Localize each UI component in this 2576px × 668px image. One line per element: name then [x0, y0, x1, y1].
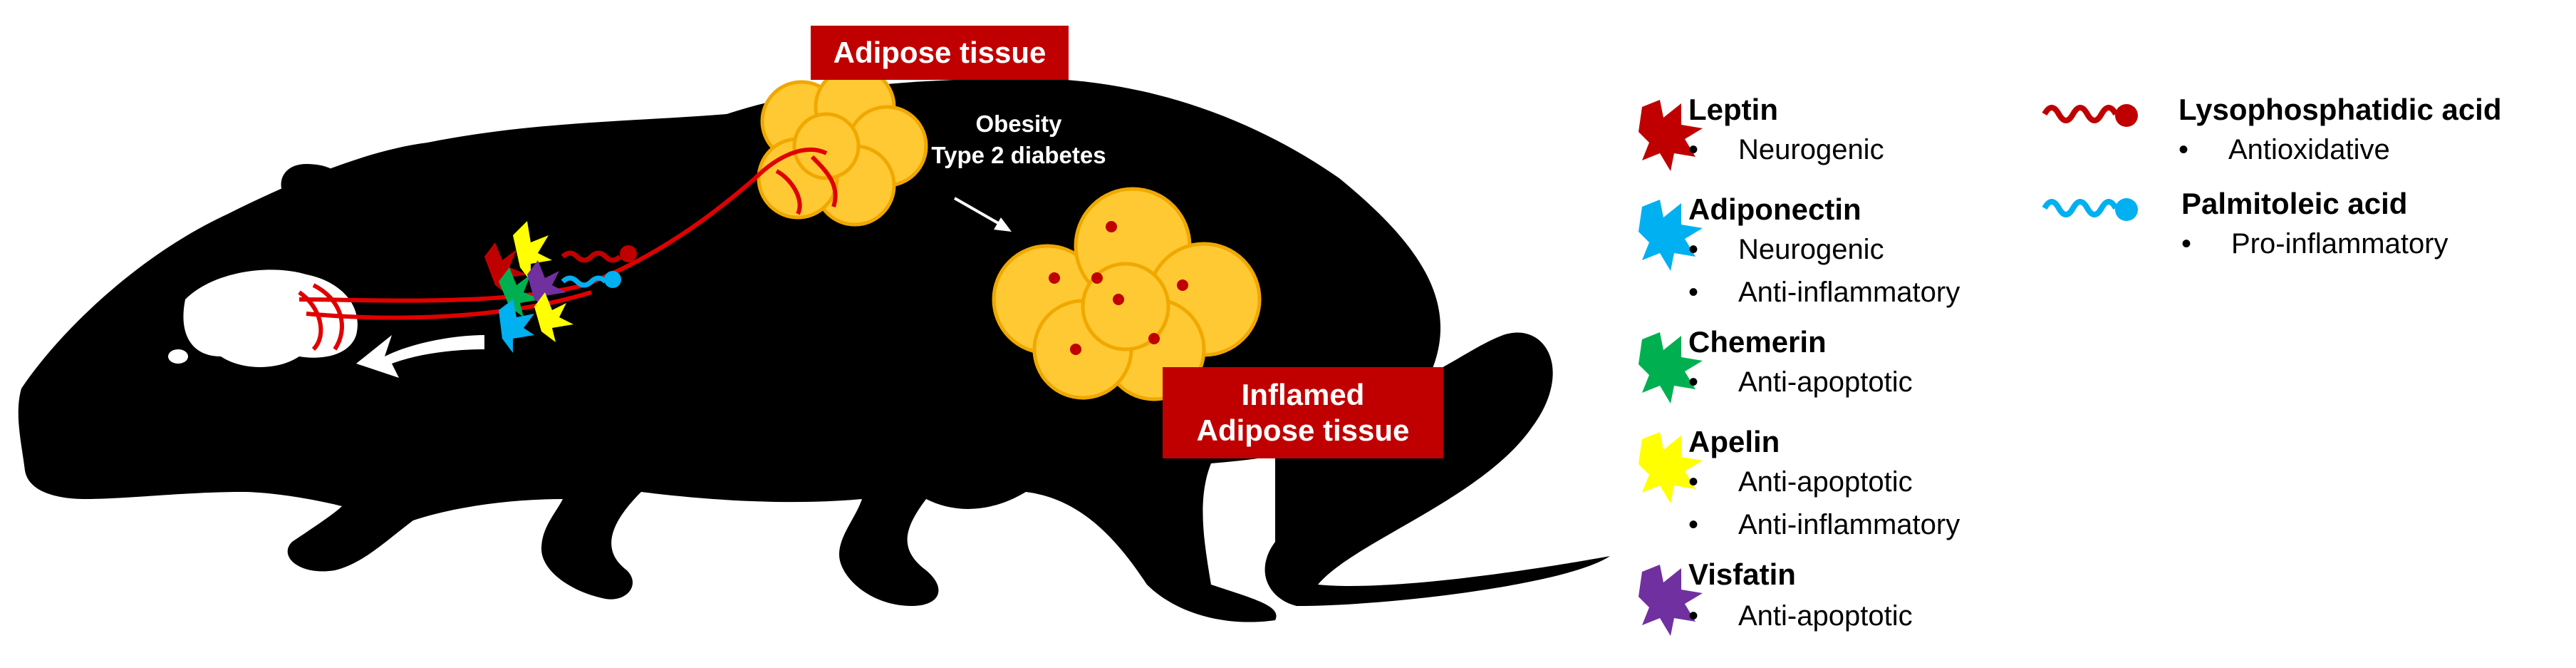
diabetes-text: Type 2 diabetes: [931, 142, 1106, 168]
legend-title: Visfatin: [1688, 557, 1796, 591]
adipose-tissue-label: Adipose tissue: [811, 26, 1069, 80]
protein-icon: [1638, 565, 1703, 636]
inflamed-text-line2: Adipose tissue: [1196, 413, 1410, 447]
protein-icon: [1638, 200, 1703, 271]
obesity-text: Obesity: [975, 111, 1062, 137]
legend-title: Palmitoleic acid: [2181, 187, 2408, 220]
legend-title: Chemerin: [1688, 325, 1827, 359]
mouse-ear: [281, 164, 346, 214]
inflammation-dots: [1049, 221, 1188, 355]
adipose-cluster: [757, 66, 928, 227]
legend-title: Adiponectin: [1688, 192, 1861, 226]
legend-effect: Anti-apoptotic: [1688, 466, 1912, 498]
adipokine-swarm: [484, 221, 637, 353]
inflamed-adipose-label: Inflamed Adipose tissue: [1163, 367, 1443, 458]
inflamed-text-line1: Inflamed: [1241, 378, 1365, 411]
legend-effect: Pro-inflammatory: [2181, 228, 2448, 260]
legend-effect: Anti-apoptotic: [1688, 600, 1912, 632]
inflamed-adipose-cluster: [992, 187, 1262, 401]
legend-effect: Anti-inflammatory: [1688, 277, 1960, 309]
adipose-tissue-text: Adipose tissue: [833, 36, 1046, 69]
adipose-nerve-endings: [753, 148, 838, 215]
mouse-eye: [168, 349, 188, 364]
legend-effect: Neurogenic: [1688, 134, 1884, 166]
legend-effect: Anti-apoptotic: [1688, 366, 1912, 399]
legend-effect: Antioxidative: [2178, 134, 2390, 166]
protein-icon: [1638, 332, 1703, 404]
brain-arrow-icon: [356, 335, 484, 378]
progression-arrow: [954, 197, 1005, 228]
lipid-icon: [2042, 104, 2138, 127]
legend-effect: Anti-inflammatory: [1688, 509, 1960, 541]
legend-title: Apelin: [1688, 425, 1780, 458]
protein-icon: [1638, 100, 1703, 171]
legend-effect: Neurogenic: [1688, 234, 1884, 266]
legend-title: Leptin: [1688, 93, 1778, 126]
legend-title: Lysophosphatidic acid: [2178, 93, 2502, 126]
brain-icon: [183, 269, 358, 367]
lipid-icon: [2042, 198, 2138, 221]
condition-note: Obesity Type 2 diabetes: [912, 108, 1126, 171]
protein-icon: [1638, 432, 1703, 503]
